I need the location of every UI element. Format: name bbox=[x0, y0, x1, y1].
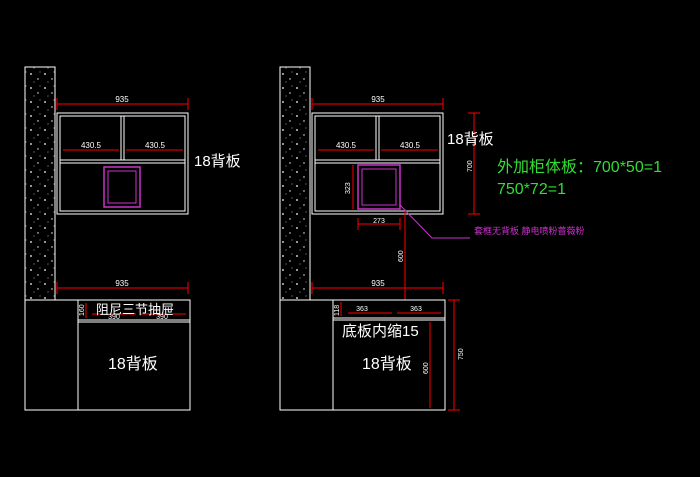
right-wall-hatch bbox=[279, 66, 311, 301]
left-lower-cabinet bbox=[24, 299, 191, 411]
right-dim-total-height: 750 bbox=[458, 348, 465, 360]
right-dim-drawer-left: 363 bbox=[356, 306, 368, 313]
left-dim-drawer-height: 160 bbox=[79, 304, 86, 316]
left-dim-cell-right: 430.5 bbox=[145, 141, 166, 150]
right-dim-cell-left: 430.5 bbox=[336, 141, 357, 150]
right-dim-cell-right: 430.5 bbox=[400, 141, 421, 150]
left-wall-hatch bbox=[24, 66, 56, 301]
left-dim-drawer-right: 390 bbox=[156, 314, 168, 321]
right-back-panel-lower: 18背板 bbox=[362, 355, 412, 373]
right-dim-frame-height: 323 bbox=[345, 182, 352, 194]
right-frame-note: 套框无背板 静电喷粉蔷薇粉 bbox=[474, 225, 585, 236]
left-drawer-label: 阻尼三节抽屉 bbox=[96, 302, 174, 317]
right-upper-cabinet bbox=[311, 112, 444, 215]
right-dim-drawer-right: 363 bbox=[410, 306, 422, 313]
extra-panel-line-2: 750*72=1 bbox=[497, 181, 566, 198]
left-dim-drawer-left: 390 bbox=[108, 314, 120, 321]
left-dim-top-text: 935 bbox=[115, 95, 129, 104]
left-upper-cabinet bbox=[56, 112, 189, 215]
left-back-panel-lower: 18背板 bbox=[108, 355, 158, 373]
extra-panel-line-1: 外加柜体板：700*50=1 bbox=[497, 158, 662, 176]
right-dim-top-text: 935 bbox=[371, 95, 385, 104]
right-bottom-note: 底板内缩15 bbox=[342, 322, 419, 340]
right-pink-frame bbox=[357, 164, 401, 210]
right-lower-cabinet bbox=[279, 299, 446, 411]
right-dim-upper-height: 700 bbox=[467, 160, 474, 172]
right-dim-lower-height: 600 bbox=[423, 362, 430, 374]
left-back-panel-upper: 18背板 bbox=[194, 152, 241, 170]
right-elevation: 935 430.5 430.5 700 bbox=[279, 66, 662, 411]
left-dim-top bbox=[56, 98, 189, 110]
left-pink-frame bbox=[103, 166, 141, 208]
right-dim-frame-width: 273 bbox=[373, 218, 385, 225]
left-elevation: 935 430.5 430.5 18背板 935 bbox=[24, 66, 241, 411]
frame-note-leader bbox=[399, 204, 470, 239]
right-dim-drawer-height: 118 bbox=[334, 305, 341, 316]
left-dim-cell-left: 430.5 bbox=[81, 141, 102, 150]
right-dim-lower-text: 935 bbox=[371, 279, 385, 288]
right-dim-vertical-gap: 600 bbox=[398, 250, 405, 262]
right-back-panel-upper: 18背板 bbox=[447, 130, 494, 148]
left-dim-lower-text: 935 bbox=[115, 279, 129, 288]
